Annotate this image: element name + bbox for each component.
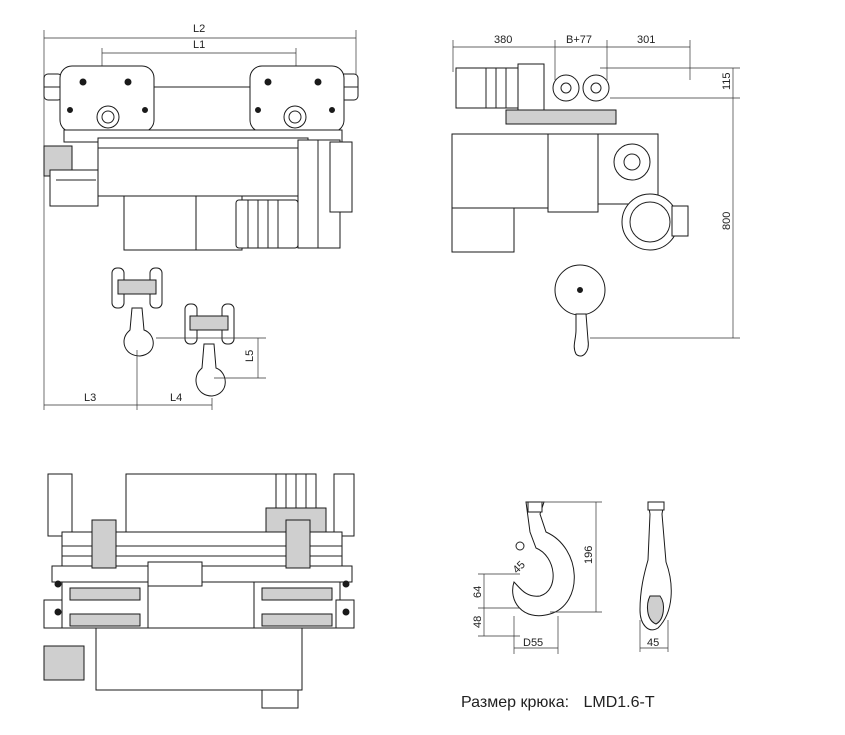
- dim-l1: L1: [193, 39, 205, 51]
- dim-380: 380: [494, 34, 512, 46]
- caption-label: Размер крюка:: [461, 694, 570, 711]
- dim-48: 48: [472, 616, 484, 628]
- caption: Размер крюка: LMD1.6-T: [461, 694, 665, 712]
- hook-block-left: [111, 267, 163, 357]
- dim-301: 301: [637, 34, 655, 46]
- dim-width-45: 45: [647, 637, 659, 649]
- front-view: L2 L1: [43, 23, 359, 410]
- caption-model: LMD1.6-T: [583, 694, 655, 711]
- dim-l2: L2: [193, 23, 205, 35]
- top-view: [43, 473, 355, 709]
- dim-115: 115: [721, 72, 733, 90]
- hook-detail: 196 45 64 48 D55 45: [472, 501, 672, 654]
- dim-800: 800: [721, 212, 733, 230]
- dim-l3: L3: [84, 392, 96, 404]
- dim-d55: D55: [523, 637, 543, 649]
- dim-l4: L4: [170, 392, 182, 404]
- dim-angle-45: 45: [511, 559, 528, 576]
- dim-b77: B+77: [566, 34, 592, 46]
- dim-64: 64: [472, 586, 484, 598]
- side-view: 380 B+77 301 115 800: [451, 34, 740, 357]
- dim-l5: L5: [244, 350, 256, 362]
- dim-196: 196: [583, 546, 595, 564]
- hook-block-right: [184, 303, 235, 397]
